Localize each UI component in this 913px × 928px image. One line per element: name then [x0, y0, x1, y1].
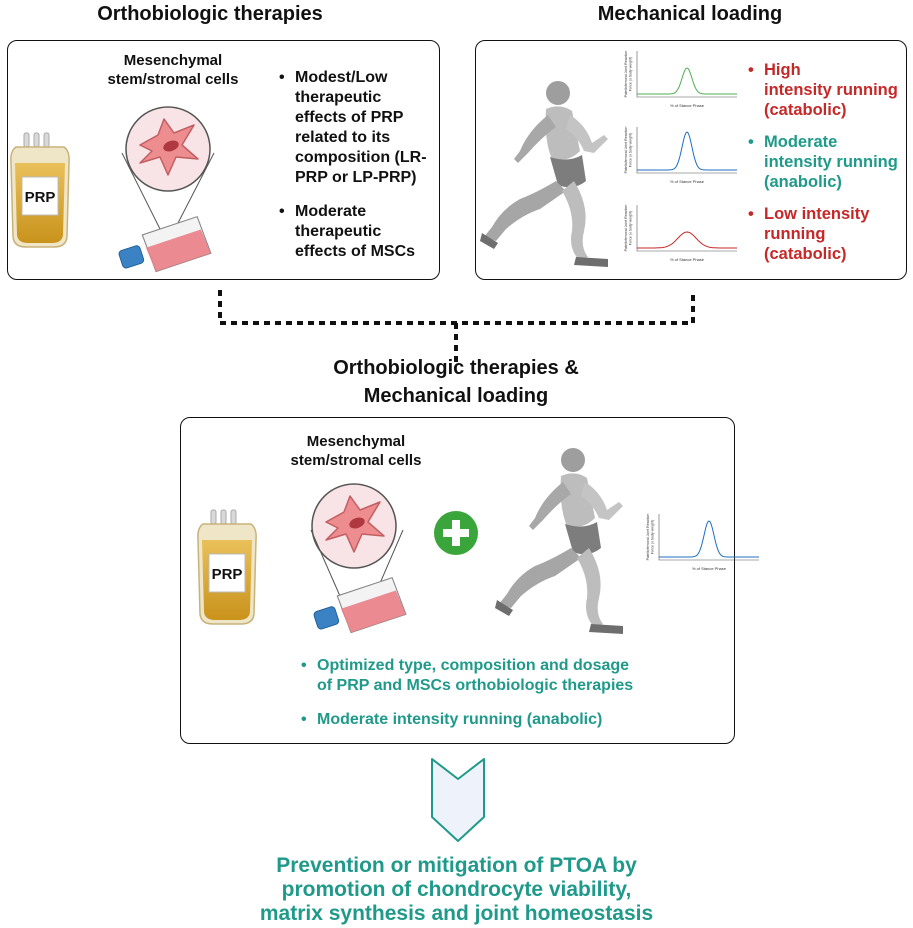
chart-ylabel: Patellofemoral Joint ReactionForce (x bo…: [624, 205, 633, 252]
ortho-bullets: • Modest/Low therapeutic effects of PRP …: [279, 68, 445, 276]
force-chart-moderate: Patellofemoral Joint ReactionForce (x bo…: [624, 127, 737, 184]
zoom-lines: [121, 152, 215, 230]
prp-label-combined: PRP: [212, 566, 243, 583]
msc-label-combined: Mesenchymal stem/stromal cells: [290, 433, 422, 469]
force-chart-low: Patellofemoral Joint ReactionForce (x bo…: [624, 205, 737, 262]
prp-bag-combined: PRP: [197, 509, 257, 625]
chart-axes: [636, 51, 737, 98]
mech-bullet-low: • Low intensity running (catabolic): [748, 205, 870, 263]
mechanical-box: Patellofemoral Joint ReactionForce (x bo…: [475, 40, 907, 280]
chart-axes: [658, 514, 759, 561]
chart-xlabel: % of Stance Phase: [692, 566, 727, 571]
force-curve: [637, 67, 737, 95]
mech-bullet-moderate: • Moderate intensity running (anabolic): [748, 133, 898, 191]
ortho-box: PRP Mesenchymal stem/stromal cells • Mod…: [7, 40, 440, 280]
force-curve: [637, 231, 737, 249]
force-chart-high: Patellofemoral Joint ReactionForce (x bo…: [624, 51, 737, 108]
force-curve: [637, 131, 737, 171]
chart-xlabel: % of Stance Phase: [670, 179, 705, 184]
chart-axes: [636, 127, 737, 174]
mechanical-bullets: • High intensity running (catabolic) • M…: [748, 60, 904, 276]
prp-label: PRP: [25, 189, 56, 206]
combined-title: Orthobiologic therapies & Mechanical loa…: [333, 357, 579, 407]
force-curve: [659, 520, 759, 558]
msc-label: Mesenchymal stem/stromal cells: [107, 52, 239, 88]
chart-ylabel: Patellofemoral Joint ReactionForce (x bo…: [624, 127, 633, 174]
combined-bullet-running: • Moderate intensity running (anabolic): [301, 711, 603, 728]
down-arrow-icon: [431, 758, 485, 842]
plus-icon: [434, 511, 478, 555]
chart-xlabel: % of Stance Phase: [670, 103, 705, 108]
runner-figure-combined: [495, 448, 623, 634]
chart-ylabel: Patellofemoral Joint ReactionForce (x bo…: [646, 514, 655, 561]
ortho-bullet-prp: • Modest/Low therapeutic effects of PRP …: [279, 69, 427, 186]
mech-bullet-high: • High intensity running (catabolic): [748, 61, 898, 119]
mechanical-title: Mechanical loading: [597, 3, 783, 25]
outcome-text: Prevention or mitigation of PTOA by prom…: [259, 854, 654, 925]
ortho-title: Orthobiologic therapies: [97, 3, 323, 25]
combined-bullets: • Optimized type, composition and dosage…: [301, 656, 727, 744]
prp-bag: PRP: [10, 132, 70, 248]
force-chart-combined: Patellofemoral Joint ReactionForce (x bo…: [646, 514, 759, 571]
combined-bullet-optimized: • Optimized type, composition and dosage…: [301, 657, 634, 694]
chart-axes: [636, 205, 737, 252]
dotted-connector: [218, 290, 695, 362]
chart-xlabel: % of Stance Phase: [670, 257, 705, 262]
ortho-bullet-msc: • Moderate therapeutic effects of MSCs: [279, 203, 416, 260]
chart-ylabel: Patellofemoral Joint ReactionForce (x bo…: [624, 51, 633, 98]
culture-flask-combined: [312, 577, 407, 634]
combined-box: PRP Mesenchymal stem/stromal cells Patel…: [180, 417, 759, 744]
